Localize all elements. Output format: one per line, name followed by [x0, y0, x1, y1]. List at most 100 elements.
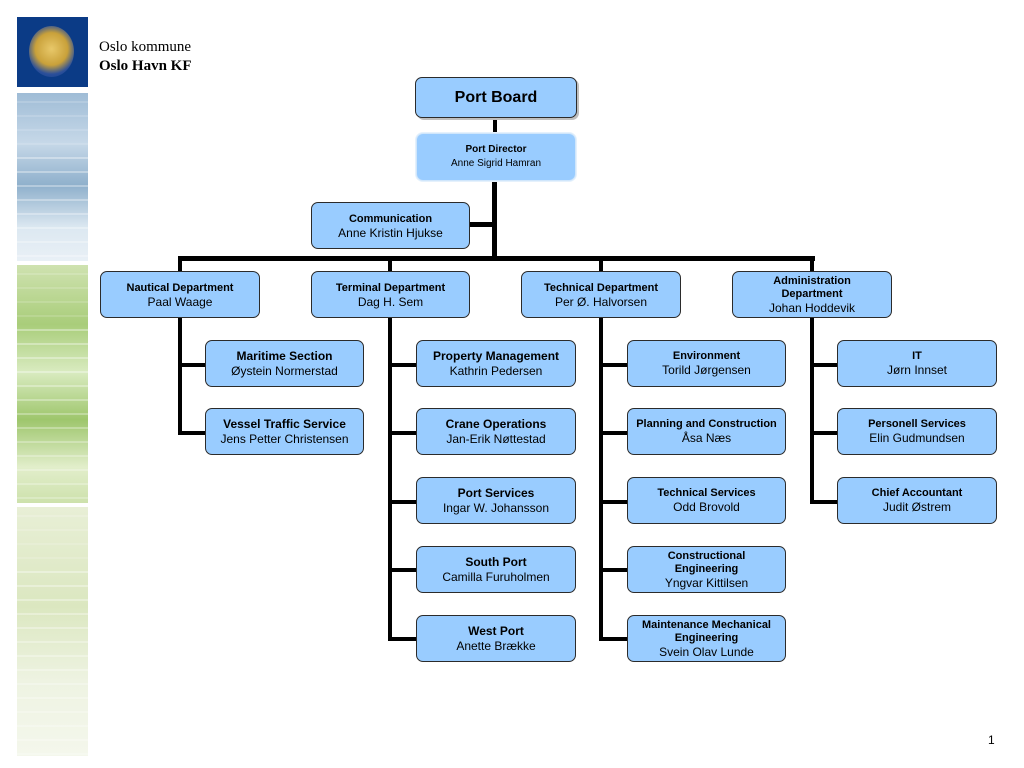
port-board-box: Port Board	[415, 77, 577, 118]
unit-head-name: Svein Olav Lunde	[659, 644, 754, 659]
connector-admin-unit3	[810, 500, 837, 504]
water-ripple	[17, 469, 88, 471]
unit-box-vessel-traffic-service: Vessel Traffic Service Jens Petter Chris…	[205, 408, 364, 455]
department-head-name: Paal Waage	[147, 294, 213, 309]
connector-dept-technical	[599, 256, 603, 271]
unit-title: Planning and Construction	[636, 418, 777, 430]
water-ripple	[17, 385, 88, 387]
unit-head-name: Jan-Erik Nøttestad	[446, 432, 546, 446]
water-ripple	[17, 455, 88, 457]
water-ripple	[17, 655, 88, 657]
water-ripple	[17, 753, 88, 755]
water-ripple	[17, 571, 88, 573]
water-ripple	[17, 697, 88, 699]
water-ripple	[17, 115, 88, 117]
water-ripple	[17, 329, 88, 331]
unit-title: Property Management	[432, 349, 560, 363]
water-ripple	[17, 129, 88, 131]
water-ripple	[17, 171, 88, 173]
unit-title: IT	[912, 350, 922, 362]
port-director-title: Port Director	[465, 144, 527, 155]
water-ripple	[17, 585, 88, 587]
communication-name: Anne Kristin Hjukse	[338, 225, 443, 240]
department-title: Administration Department	[773, 274, 851, 300]
water-strip-blue	[17, 93, 88, 261]
organization-name: Oslo kommune Oslo Havn KF	[99, 38, 192, 76]
water-ripple	[17, 185, 88, 187]
water-ripple	[17, 641, 88, 643]
water-ripple	[17, 711, 88, 713]
port-director-name: Anne Sigrid Hamran	[450, 158, 542, 169]
connector-communication	[470, 222, 495, 227]
water-ripple	[17, 543, 88, 545]
unit-title: Maintenance Mechanical Engineering	[642, 618, 771, 644]
water-ripple	[17, 255, 88, 257]
unit-title: West Port	[468, 624, 524, 638]
water-ripple	[17, 241, 88, 243]
unit-head-name: Kathrin Pedersen	[449, 364, 543, 378]
unit-box-technical-services: Technical Services Odd Brovold	[627, 477, 786, 524]
unit-box-crane-operations: Crane Operations Jan-Erik Nøttestad	[416, 408, 576, 455]
water-ripple	[17, 557, 88, 559]
page-number: 1	[988, 733, 995, 747]
connector-terminal-unit5	[388, 637, 416, 641]
unit-box-environment: Environment Torild Jørgensen	[627, 340, 786, 387]
unit-box-planning-and-construction: Planning and Construction Åsa Næs	[627, 408, 786, 455]
water-ripple	[17, 343, 88, 345]
org-name-line2: Oslo Havn KF	[99, 58, 192, 74]
connector-technical-unit5	[599, 637, 627, 641]
unit-title: Technical Services	[657, 487, 756, 499]
water-ripple	[17, 529, 88, 531]
unit-head-name: Odd Brovold	[673, 500, 740, 514]
connector-technical-unit1	[599, 363, 627, 367]
unit-head-name: Ingar W. Johansson	[442, 501, 550, 515]
water-ripple	[17, 483, 88, 485]
water-ripple	[17, 399, 88, 401]
unit-title: Port Services	[457, 486, 535, 500]
water-ripple	[17, 627, 88, 629]
unit-title: South Port	[465, 555, 527, 569]
connector-department-bar	[178, 256, 815, 261]
water-ripple	[17, 357, 88, 359]
department-title: Nautical Department	[126, 281, 234, 294]
connector-terminal-vertical	[388, 318, 392, 641]
department-title: Terminal Department	[335, 281, 446, 294]
unit-box-maintenance-mechanical-engineering: Maintenance Mechanical Engineering Svein…	[627, 615, 786, 662]
department-title: Technical Department	[543, 281, 659, 294]
water-ripple	[17, 739, 88, 741]
department-box-administration: Administration Department Johan Hoddevik	[732, 271, 892, 318]
connector-dept-nautical	[178, 256, 182, 271]
water-ripple	[17, 273, 88, 275]
unit-head-name: Yngvar Kittilsen	[664, 575, 749, 590]
unit-box-constructional-engineering: Constructional Engineering Yngvar Kittil…	[627, 546, 786, 593]
unit-head-name: Åsa Næs	[681, 431, 732, 445]
water-ripple	[17, 427, 88, 429]
unit-title: Crane Operations	[445, 417, 547, 431]
unit-box-personell-services: Personell Services Elin Gudmundsen	[837, 408, 997, 455]
unit-box-chief-accountant: Chief Accountant Judit Østrem	[837, 477, 997, 524]
department-box-technical: Technical Department Per Ø. Halvorsen	[521, 271, 681, 318]
connector-nautical-unit1	[178, 363, 205, 367]
connector-root-director	[493, 118, 497, 133]
department-box-nautical: Nautical Department Paal Waage	[100, 271, 260, 318]
connector-terminal-unit2	[388, 431, 416, 435]
connector-dept-administration	[810, 256, 814, 271]
oslo-city-seal-icon	[17, 17, 88, 87]
connector-terminal-unit3	[388, 500, 416, 504]
water-ripple	[17, 669, 88, 671]
city-seal-emblem	[29, 26, 74, 77]
water-ripple	[17, 157, 88, 159]
water-ripple	[17, 725, 88, 727]
unit-head-name: Øystein Normerstad	[231, 364, 338, 378]
connector-terminal-unit4	[388, 568, 416, 572]
communication-box: Communication Anne Kristin Hjukse	[311, 202, 470, 249]
decorative-water-sidebar	[17, 93, 88, 756]
unit-title: Chief Accountant	[871, 487, 963, 499]
unit-box-port-services: Port Services Ingar W. Johansson	[416, 477, 576, 524]
unit-head-name: Jørn Innset	[886, 363, 948, 377]
connector-technical-unit4	[599, 568, 627, 572]
unit-head-name: Anette Brække	[456, 639, 536, 653]
water-ripple	[17, 613, 88, 615]
water-strip-green	[17, 265, 88, 503]
